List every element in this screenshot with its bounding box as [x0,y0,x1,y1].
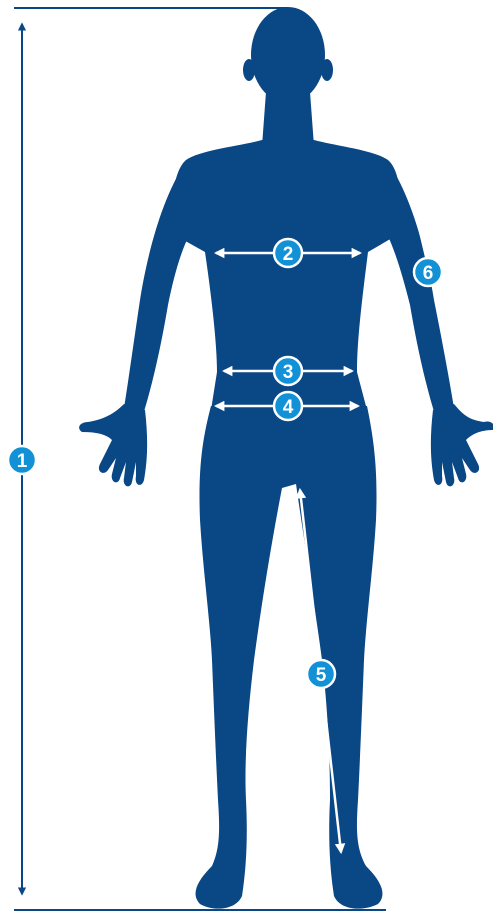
marker-badge-1: 1 [8,446,36,474]
marker-label-4: 4 [283,397,294,418]
marker-badge-5: 5 [307,660,335,688]
left-ear-shape [243,59,255,81]
neck-shape [262,92,314,146]
head-shape [251,7,325,103]
marker-badge-3: 3 [274,357,302,385]
right-arm-shape [378,162,454,418]
marker-label-6: 6 [423,263,434,284]
right-ear-shape [321,59,333,81]
legs-shape [196,406,383,909]
marker-label-3: 3 [283,362,294,383]
human-silhouette [79,7,493,909]
left-arm-shape [124,162,200,418]
right-hand-shape [431,404,493,486]
marker-label-5: 5 [316,665,327,686]
marker-badge-2: 2 [274,239,302,267]
marker-label-1: 1 [17,451,28,472]
marker-badge-4: 4 [274,392,302,420]
left-hand-shape [79,404,147,486]
marker-badge-6: 6 [414,258,442,286]
marker-label-2: 2 [283,244,294,265]
